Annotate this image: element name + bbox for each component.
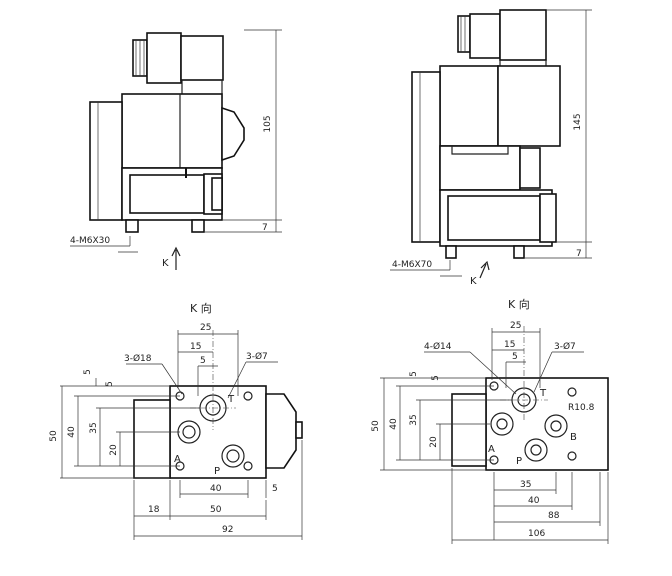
dim-5-right: 5 [272,484,278,494]
dim-35-v: 35 [409,414,419,425]
dim-50: 50 [49,430,59,442]
port-a: A [174,454,181,465]
port-b: B [570,432,577,443]
port-a: A [488,444,495,455]
dim-35-h: 35 [520,480,531,490]
dim-92: 92 [222,525,233,535]
dim-5-tick: 5 [105,381,115,387]
k-view-2: K 向 T A B P R10.8 25 15 5 [371,297,609,544]
dim-105: 105 [263,115,273,132]
dim-7: 7 [576,249,582,259]
dim-40-h: 40 [210,484,222,494]
hole-callout-1: 4-Ø14 [424,341,452,352]
dim-5-inner: 5 [512,352,518,362]
dim-145: 145 [573,113,583,130]
bolt-callout: 4-M6X30 [70,236,110,246]
dim-15: 15 [190,342,201,352]
view-title: K 向 [190,301,212,315]
hole-callout-1: 3-Ø18 [124,353,152,364]
bolt-callout: 4-M6X70 [392,260,432,270]
hole-callout-2: 3-Ø7 [554,341,576,352]
port-t: T [539,388,547,399]
dim-88: 88 [548,511,560,521]
dim-40-v: 40 [389,418,399,430]
dim-25: 25 [200,323,211,333]
dim-20: 20 [109,444,119,456]
hole-callout-2: 3-Ø7 [246,351,268,362]
dim-40-v: 40 [67,426,77,438]
dim-7: 7 [262,223,268,233]
view-title: K 向 [508,297,530,311]
view-arrow-k: K [162,258,169,269]
dim-25: 25 [510,321,521,331]
dim-15: 15 [504,340,515,350]
port-t: T [227,394,235,405]
dim-5-left: 5 [409,371,419,377]
dim-50-h: 50 [210,505,222,515]
dim-5-inner: 5 [200,356,206,366]
k-view-1: K 向 T A P 25 15 5 3-Ø18 [49,301,303,540]
side-view-2: 145 7 4-M6X70 K [390,9,592,287]
port-p: P [214,466,220,477]
view-arrow-k: K [470,276,477,287]
dim-20: 20 [429,436,439,448]
dim-106: 106 [528,529,545,539]
dim-35: 35 [89,422,99,433]
radius-callout: R10.8 [568,403,595,413]
dim-40-h: 40 [528,496,540,506]
dim-18: 18 [148,505,160,515]
dim-5-tick: 5 [431,375,441,381]
side-view-1: 105 7 4-M6X30 K [70,29,282,270]
port-p: P [516,456,522,467]
dim-5-left: 5 [83,369,93,375]
dim-50: 50 [371,420,381,432]
